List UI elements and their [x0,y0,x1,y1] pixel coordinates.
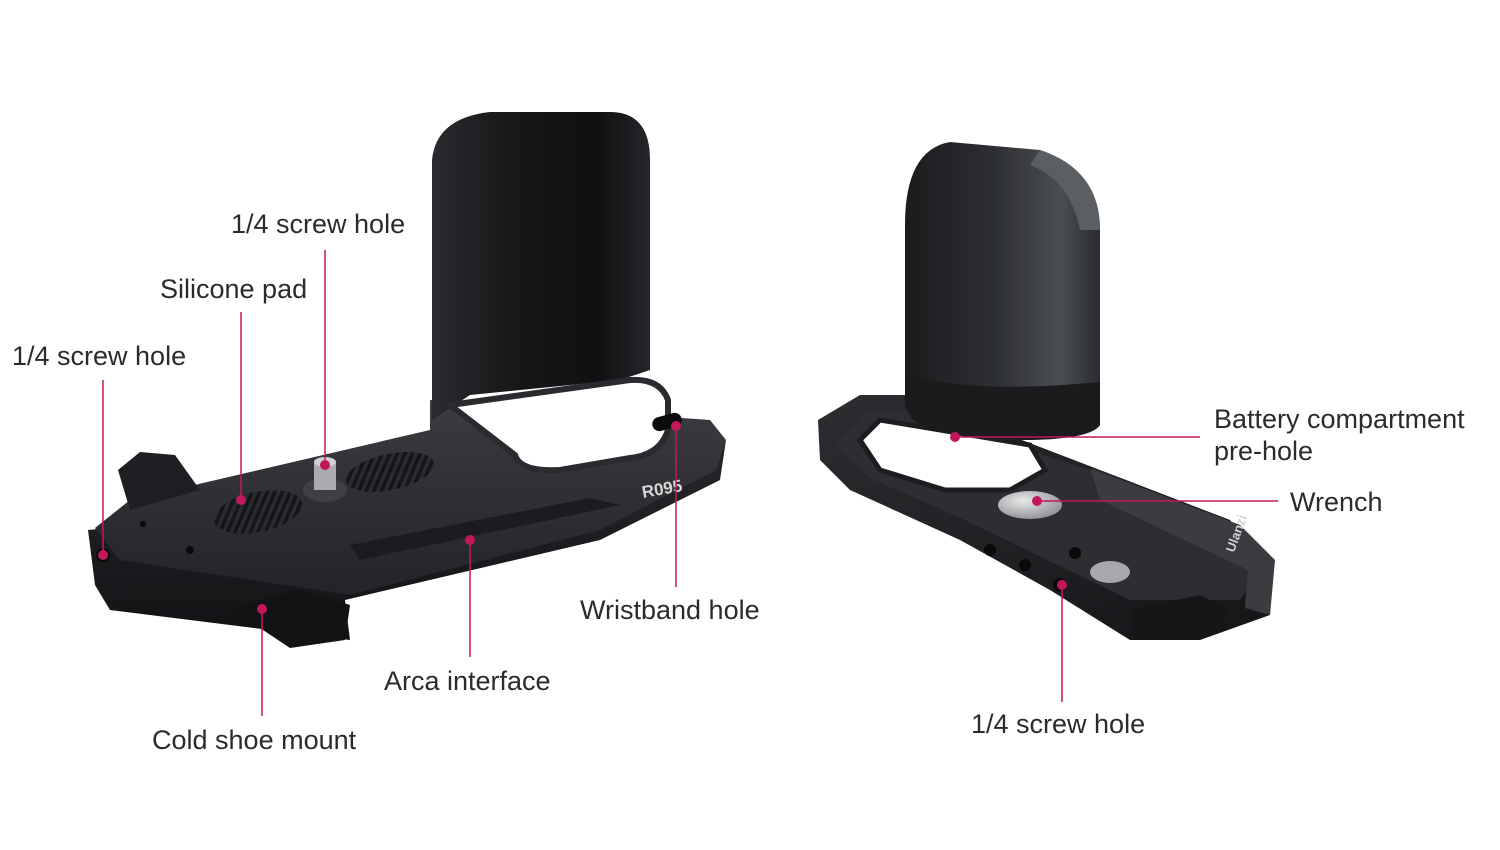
dot-screw-hole-top [320,460,330,470]
dot-silicone-pad [236,495,246,505]
callout-leaders [102,250,1278,716]
label-arca-interface: Arca interface [384,666,551,696]
left-plate-hole-2 [140,521,146,527]
label-screw-hole-bottom: 1/4 screw hole [971,709,1146,739]
label-battery-pre-hole-line2: pre-hole [1214,436,1314,466]
left-grip-body [432,112,650,420]
label-screw-hole-top: 1/4 screw hole [231,209,406,239]
label-wrench: Wrench [1290,487,1383,517]
label-cold-shoe: Cold shoe mount [152,725,357,755]
dot-battery-pre-hole [950,432,960,442]
right-captive-screw [1090,561,1130,583]
dot-wrench [1032,496,1042,506]
dot-screw-hole-side [98,550,108,560]
dot-arca-interface [465,535,475,545]
left-grip-window [442,376,671,474]
left-grip-product: R095 [88,112,726,648]
right-hole-2 [1019,559,1031,571]
left-silicone-pad-2 [345,452,435,492]
label-wristband-hole: Wristband hole [580,595,760,625]
label-battery-pre-hole-line1: Battery compartment [1214,404,1465,434]
callout-dots [98,421,1067,614]
right-grip-product: Ulanzi [818,142,1275,640]
label-screw-hole-side: 1/4 screw hole [12,341,187,371]
right-hole-3 [1069,547,1081,559]
right-arca-rail [1090,468,1275,615]
left-plate-hole-1 [186,546,194,554]
right-cold-shoe [1130,595,1230,640]
dot-cold-shoe [257,604,267,614]
dot-wristband-hole [671,421,681,431]
right-grip-body [905,142,1100,440]
label-silicone-pad: Silicone pad [160,274,308,304]
right-window [856,417,1049,493]
left-silicone-pad-1 [213,490,303,534]
right-grip-chamfer [1030,150,1100,230]
left-screw-thread [314,462,336,490]
left-lever [118,452,200,510]
left-arca-groove [350,498,620,560]
right-hole-1 [984,544,996,556]
right-wrench-coin [998,491,1062,519]
dot-screw-hole-bottom [1057,580,1067,590]
right-grip-base [905,372,1100,440]
